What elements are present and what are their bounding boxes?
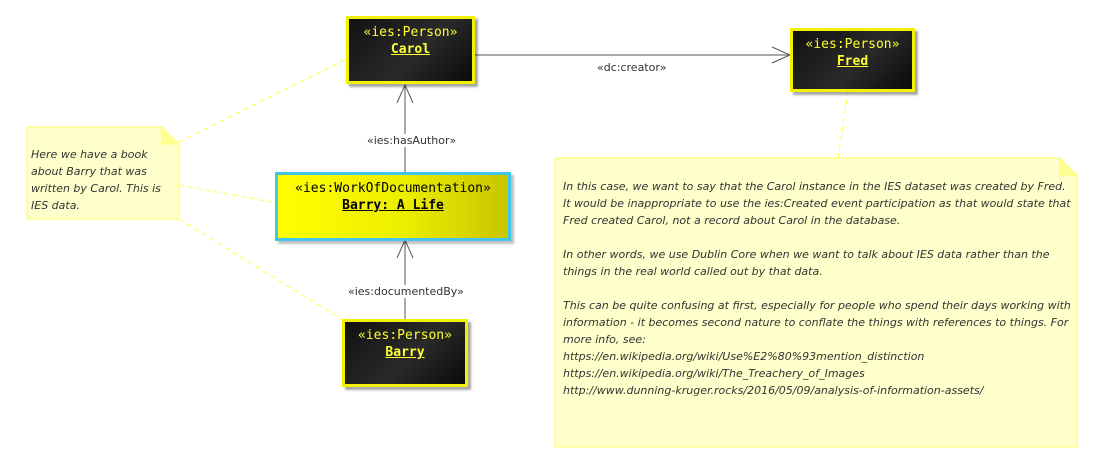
note-left[interactable]: Here we have a book about Barry that was… xyxy=(31,146,171,214)
note-link-left-to-carol xyxy=(178,59,346,143)
left-note-shape xyxy=(26,126,180,220)
note-right-para2: In other words, we use Dublin Core when … xyxy=(563,248,1050,278)
node-barry-stereotype: «ies:Person» xyxy=(358,328,452,343)
note-right[interactable]: In this case, we want to say that the Ca… xyxy=(563,178,1071,399)
note-right-para3: This can be quite confusing at first, es… xyxy=(563,299,1071,346)
edge-label-documented-by: «ies:documentedBy» xyxy=(347,285,465,298)
edge-label-creator: «dc:creator» xyxy=(596,61,668,74)
note-left-text: Here we have a book about Barry that was… xyxy=(31,148,161,212)
note-link-left-to-book xyxy=(178,184,278,204)
node-barry[interactable]: «ies:Person» Barry xyxy=(342,319,468,387)
node-carol-name: Carol xyxy=(390,42,431,57)
node-carol[interactable]: «ies:Person» Carol xyxy=(346,16,475,84)
node-carol-stereotype: «ies:Person» xyxy=(363,25,458,40)
node-barry-a-life[interactable]: «ies:WorkOfDocumentation» Barry: A Life xyxy=(275,172,511,241)
left-note-fold xyxy=(161,127,179,145)
note-right-link1: https://en.wikipedia.org/wiki/Use%E2%80%… xyxy=(563,350,925,363)
node-barry-a-life-name: Barry: A Life xyxy=(342,198,444,213)
right-note-shape xyxy=(554,157,1078,448)
node-fred-name: Fred xyxy=(836,54,869,69)
note-right-link3: http://www.dunning-kruger.rocks/2016/05/… xyxy=(563,384,984,397)
node-fred[interactable]: «ies:Person» Fred xyxy=(790,28,915,92)
right-note-fold xyxy=(1059,158,1077,176)
node-barry-a-life-stereotype: «ies:WorkOfDocumentation» xyxy=(295,181,491,196)
node-fred-stereotype: «ies:Person» xyxy=(805,37,900,52)
edge-label-has-author: «ies:hasAuthor» xyxy=(366,134,458,147)
node-barry-name: Barry xyxy=(385,345,425,360)
note-right-para1: In this case, we want to say that the Ca… xyxy=(563,180,1071,227)
note-right-link2: https://en.wikipedia.org/wiki/The_Treach… xyxy=(563,367,865,380)
note-link-right-to-fred xyxy=(837,91,849,159)
has-author-arrowhead xyxy=(396,83,414,104)
